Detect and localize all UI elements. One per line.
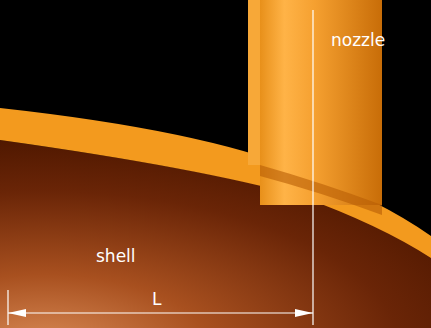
part-label: shell <box>96 247 136 266</box>
nozzle-shadow <box>260 165 382 215</box>
center-line <box>312 10 313 325</box>
dimension-arrow <box>8 309 26 317</box>
dimension-line <box>8 312 313 313</box>
part-label: nozzle <box>331 31 385 50</box>
extension-line <box>7 290 8 325</box>
dimension-arrow <box>295 309 313 317</box>
nozzle-wall <box>248 0 260 165</box>
dimension-label: L <box>152 290 161 309</box>
